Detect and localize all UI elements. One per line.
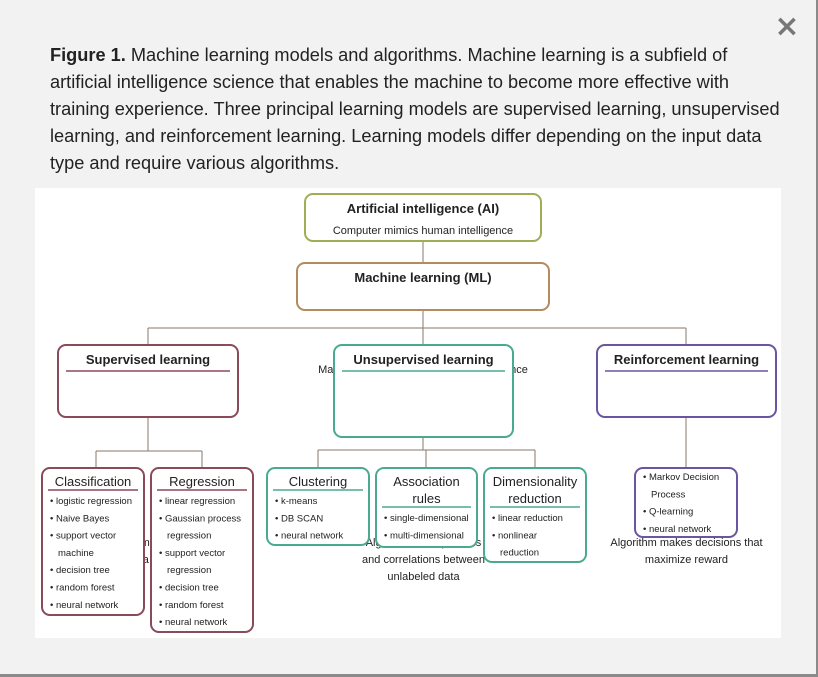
node-reinforcement-frame — [596, 344, 777, 418]
node-ml-frame — [296, 262, 550, 311]
node-ai: Artificial intelligence (AI) Computer mim… — [304, 193, 542, 242]
connector-lines — [95, 241, 687, 468]
node-association-title: Association — [393, 474, 459, 489]
node-ml-title: Machine learning (ML) — [354, 270, 491, 285]
node-clustering: Clustering • k-means • DB SCAN • neural net… — [266, 467, 370, 546]
node-association: Association rules • single-dimensional • mu… — [375, 467, 478, 548]
node-regression-frame — [150, 467, 254, 633]
node-rl-algorithms-frame — [634, 467, 738, 538]
node-regression-item: • random forest — [159, 600, 224, 611]
node-classification-title: Classification — [55, 474, 132, 489]
caption-label: Figure 1. — [50, 45, 126, 65]
node-rl-algorithms-item: Process — [651, 489, 686, 500]
node-clustering-item: • DB SCAN — [275, 513, 323, 524]
node-supervised-frame — [57, 344, 239, 418]
node-association-item: • multi-dimensional — [384, 530, 464, 541]
node-regression-item: • linear regression — [159, 496, 235, 507]
node-regression-item: • decision tree — [159, 583, 219, 594]
node-classification-frame — [41, 467, 145, 616]
node-rl-algorithms-item: • neural network — [643, 524, 712, 535]
node-reinforcement-desc-line: maximize reward — [645, 554, 728, 566]
figure-caption: Figure 1. Machine learning models and al… — [50, 42, 780, 177]
node-regression: Regression • linear regression • Gaussian … — [150, 467, 254, 633]
node-classification-item: • random forest — [50, 583, 115, 594]
ml-taxonomy-diagram: Artificial intelligence (AI) Computer mim… — [35, 188, 781, 638]
node-classification: Classification • logistic regression • Nai… — [41, 467, 145, 616]
node-clustering-frame — [266, 467, 370, 546]
node-classification-item: • logistic regression — [50, 496, 132, 507]
node-dimensionality-title: reduction — [508, 491, 561, 506]
node-ai-desc-line: Computer mimics human intelligence — [333, 225, 513, 237]
node-ai-frame — [304, 193, 542, 242]
node-unsupervised-frame — [333, 344, 514, 438]
node-regression-title: Regression — [169, 474, 235, 489]
node-association-item: • single-dimensional — [384, 513, 469, 524]
node-regression-item: regression — [167, 531, 211, 542]
node-rl-algorithms-item: • Markov Decision — [643, 472, 719, 483]
node-unsupervised-title: Unsupervised learning — [353, 352, 493, 367]
node-rl-algorithms-item: • Q-learning — [643, 507, 693, 518]
node-classification-item: • decision tree — [50, 565, 110, 576]
node-regression-item: regression — [167, 565, 211, 576]
node-unsupervised-desc-line: unlabeled data — [387, 571, 460, 583]
close-icon[interactable]: × — [774, 9, 800, 44]
node-dimensionality-item: • linear reduction — [492, 513, 563, 524]
node-unsupervised-desc-line: and correlations between — [362, 554, 485, 566]
node-dimensionality-item: • nonlinear — [492, 530, 537, 541]
node-regression-item: • support vector — [159, 548, 225, 559]
node-reinforcement-title: Reinforcement learning — [614, 352, 759, 367]
caption-text: Machine learning models and algorithms. … — [50, 45, 780, 173]
diagram-canvas: Artificial intelligence (AI) Computer mim… — [41, 193, 777, 633]
node-dimensionality-title: Dimensionality — [493, 474, 578, 489]
node-supervised-title: Supervised learning — [86, 352, 210, 367]
node-ai-title: Artificial intelligence (AI) — [347, 201, 499, 216]
node-dimensionality: Dimensionality reduction • linear reductio… — [483, 467, 587, 563]
node-association-title: rules — [412, 491, 441, 506]
node-regression-item: • neural network — [159, 617, 228, 628]
node-clustering-item: • k-means — [275, 496, 318, 507]
node-clustering-title: Clustering — [289, 474, 348, 489]
node-classification-item: • Naive Bayes — [50, 513, 110, 524]
node-clustering-item: • neural network — [275, 531, 344, 542]
node-classification-item: • support vector — [50, 531, 116, 542]
node-classification-item: machine — [58, 548, 94, 559]
node-dimensionality-frame — [483, 467, 587, 563]
node-classification-item: • neural network — [50, 600, 119, 611]
node-dimensionality-item: reduction — [500, 548, 539, 559]
node-reinforcement-desc-line: Algorithm makes decisions that — [610, 537, 762, 549]
node-regression-item: • Gaussian process — [159, 513, 241, 524]
